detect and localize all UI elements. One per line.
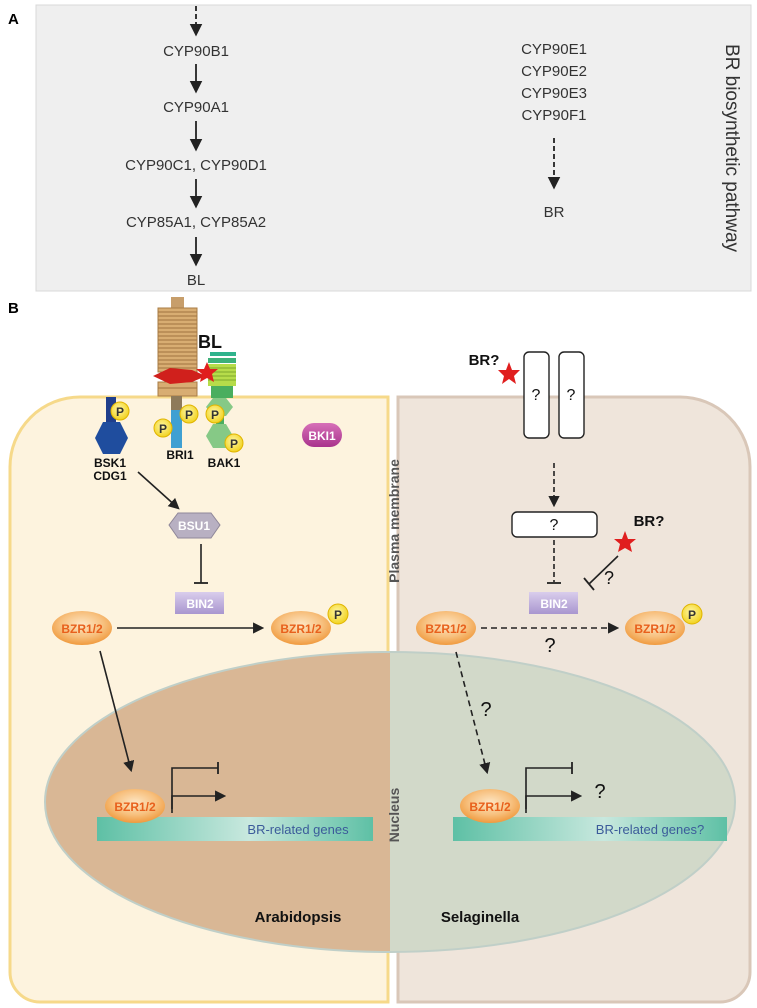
bsu1-label: BSU1: [178, 519, 210, 533]
bzr-arabidopsis-nucleus: [105, 789, 165, 823]
br-genes-arabidopsis-label: BR-related genes: [247, 822, 349, 837]
nucleus-arabidopsis: [45, 652, 390, 952]
bin2-selaginella: [529, 592, 578, 614]
svg-text:P: P: [334, 608, 342, 622]
bl-binding-pocket: [153, 368, 206, 384]
br-star-bin2: [614, 531, 636, 552]
phospho-bak1-b: P: [224, 433, 244, 453]
bzr-selaginella-nucleus-label: BZR1/2: [469, 800, 511, 814]
bsk1-kinase: [95, 422, 128, 454]
bl-ligand-label: BL: [198, 332, 222, 352]
unknown-receptor-1-label: ?: [532, 387, 541, 404]
bzr-arabidopsis-nucleus-label: BZR1/2: [114, 800, 156, 814]
nucleus-selaginella: [390, 652, 735, 952]
bzr-nuclear-import-arrow: [99, 650, 135, 773]
nucleus-outline: [44, 651, 736, 953]
bin2-arabidopsis: [175, 592, 224, 614]
pathway-step-cyp90a1: CYP90A1: [163, 99, 229, 116]
phospho-bak1-a: P: [205, 404, 225, 424]
svg-text:P: P: [116, 405, 124, 419]
bri1-label: BRI1: [166, 448, 194, 462]
bzr-arabidopsis-phospho: [271, 611, 331, 645]
bzr-arabidopsis-cytosol-label: BZR1/2: [61, 622, 103, 636]
svg-text:P: P: [211, 408, 219, 422]
nucleus-label: Nucleus: [386, 788, 402, 843]
panel-b-label: B: [8, 300, 19, 317]
svg-text:P: P: [230, 437, 238, 451]
arabidopsis-species-label: Arabidopsis: [255, 909, 342, 926]
bin2-arabidopsis-label: BIN2: [186, 597, 214, 611]
selaginella-species-label: Selaginella: [441, 909, 520, 926]
bin2-selaginella-label: BIN2: [540, 597, 568, 611]
bl-star: [196, 362, 218, 382]
pathway-product-bl: BL: [187, 272, 205, 289]
br-star-receptor: [498, 362, 520, 384]
bzr-arabidopsis-cytosol: [52, 611, 112, 645]
bri1-transmembrane: [171, 396, 182, 410]
bzr-arabidopsis-phospho-label: BZR1/2: [280, 622, 322, 636]
svg-text:P: P: [688, 608, 696, 622]
panel-a-box: [35, 4, 752, 292]
pathway-step-cyp90f1: CYP90F1: [521, 107, 586, 124]
br-inhibits-bin2: [588, 555, 619, 585]
pathway-step-cyp85a1-a2: CYP85A1, CYP85A2: [126, 214, 266, 231]
bak1-label: BAK1: [208, 456, 241, 470]
plasma-membrane-label: Plasma membrane: [386, 459, 402, 583]
bsk1-label: BSK1: [94, 456, 126, 470]
panel-a-side-title: BR biosynthetic pathway: [721, 44, 742, 253]
gene-activation-mark: [171, 790, 227, 813]
bri1-receptor-top: [171, 297, 184, 309]
br-inhibits-bin2-bar: [583, 577, 595, 591]
pathway-step-cyp90c1-d1: CYP90C1, CYP90D1: [125, 157, 267, 174]
bri1-lrr-domain: [157, 307, 198, 397]
br-ligand-bin2-label: BR?: [634, 513, 665, 530]
bzr-selaginella-import-arrow: [455, 651, 491, 775]
phospho-bzr-selaginella: P: [681, 603, 703, 625]
unknown-mediator: [511, 511, 598, 538]
bsu1-protein: [168, 512, 221, 539]
svg-text:P: P: [185, 408, 193, 422]
bzr-selaginella-cytosol-label: BZR1/2: [425, 622, 467, 636]
pathway-step-cyp90e1: CYP90E1: [521, 41, 587, 58]
phospho-bri1-b: P: [179, 404, 199, 424]
br-genes-selaginella-label: BR-related genes?: [596, 822, 704, 837]
nuclear-import-question: ?: [480, 699, 491, 721]
gene-activation-mark-selaginella: [525, 790, 583, 813]
pathway-step-cyp90e3: CYP90E3: [521, 85, 587, 102]
panel-a-label: A: [8, 11, 19, 28]
bzr-selaginella-phospho-label: BZR1/2: [634, 622, 676, 636]
phosphorylation-question: ?: [544, 635, 555, 657]
bri1-kinase: [171, 410, 182, 448]
bzr-selaginella-cytosol: [416, 611, 476, 645]
bsk1-to-bsu1-arrow: [137, 471, 180, 510]
unknown-mediator-label: ?: [550, 517, 559, 534]
pathway-step-cyp90b1: CYP90B1: [163, 43, 229, 60]
unknown-receptor-2: [558, 351, 585, 439]
bki1-protein: [302, 423, 342, 447]
phospho-bri1-a: P: [153, 418, 173, 438]
bki1-label: BKI1: [308, 429, 336, 443]
pathway-step-cyp90e2: CYP90E2: [521, 63, 587, 80]
pathway-product-br: BR: [544, 204, 565, 221]
phospho-bzr-arabidopsis: P: [327, 603, 349, 625]
br-inhibition-question: ?: [604, 568, 614, 588]
phospho-bsk1: P: [110, 401, 130, 421]
unknown-receptor-2-label: ?: [567, 387, 576, 404]
svg-text:P: P: [159, 422, 167, 436]
gene-regulation-question: ?: [594, 781, 605, 803]
unknown-receptor-1: [523, 351, 550, 439]
bzr-selaginella-phospho: [625, 611, 685, 645]
bzr-selaginella-nucleus: [460, 789, 520, 823]
br-ligand-receptor-label: BR?: [469, 352, 500, 369]
cdg1-label: CDG1: [93, 469, 127, 483]
